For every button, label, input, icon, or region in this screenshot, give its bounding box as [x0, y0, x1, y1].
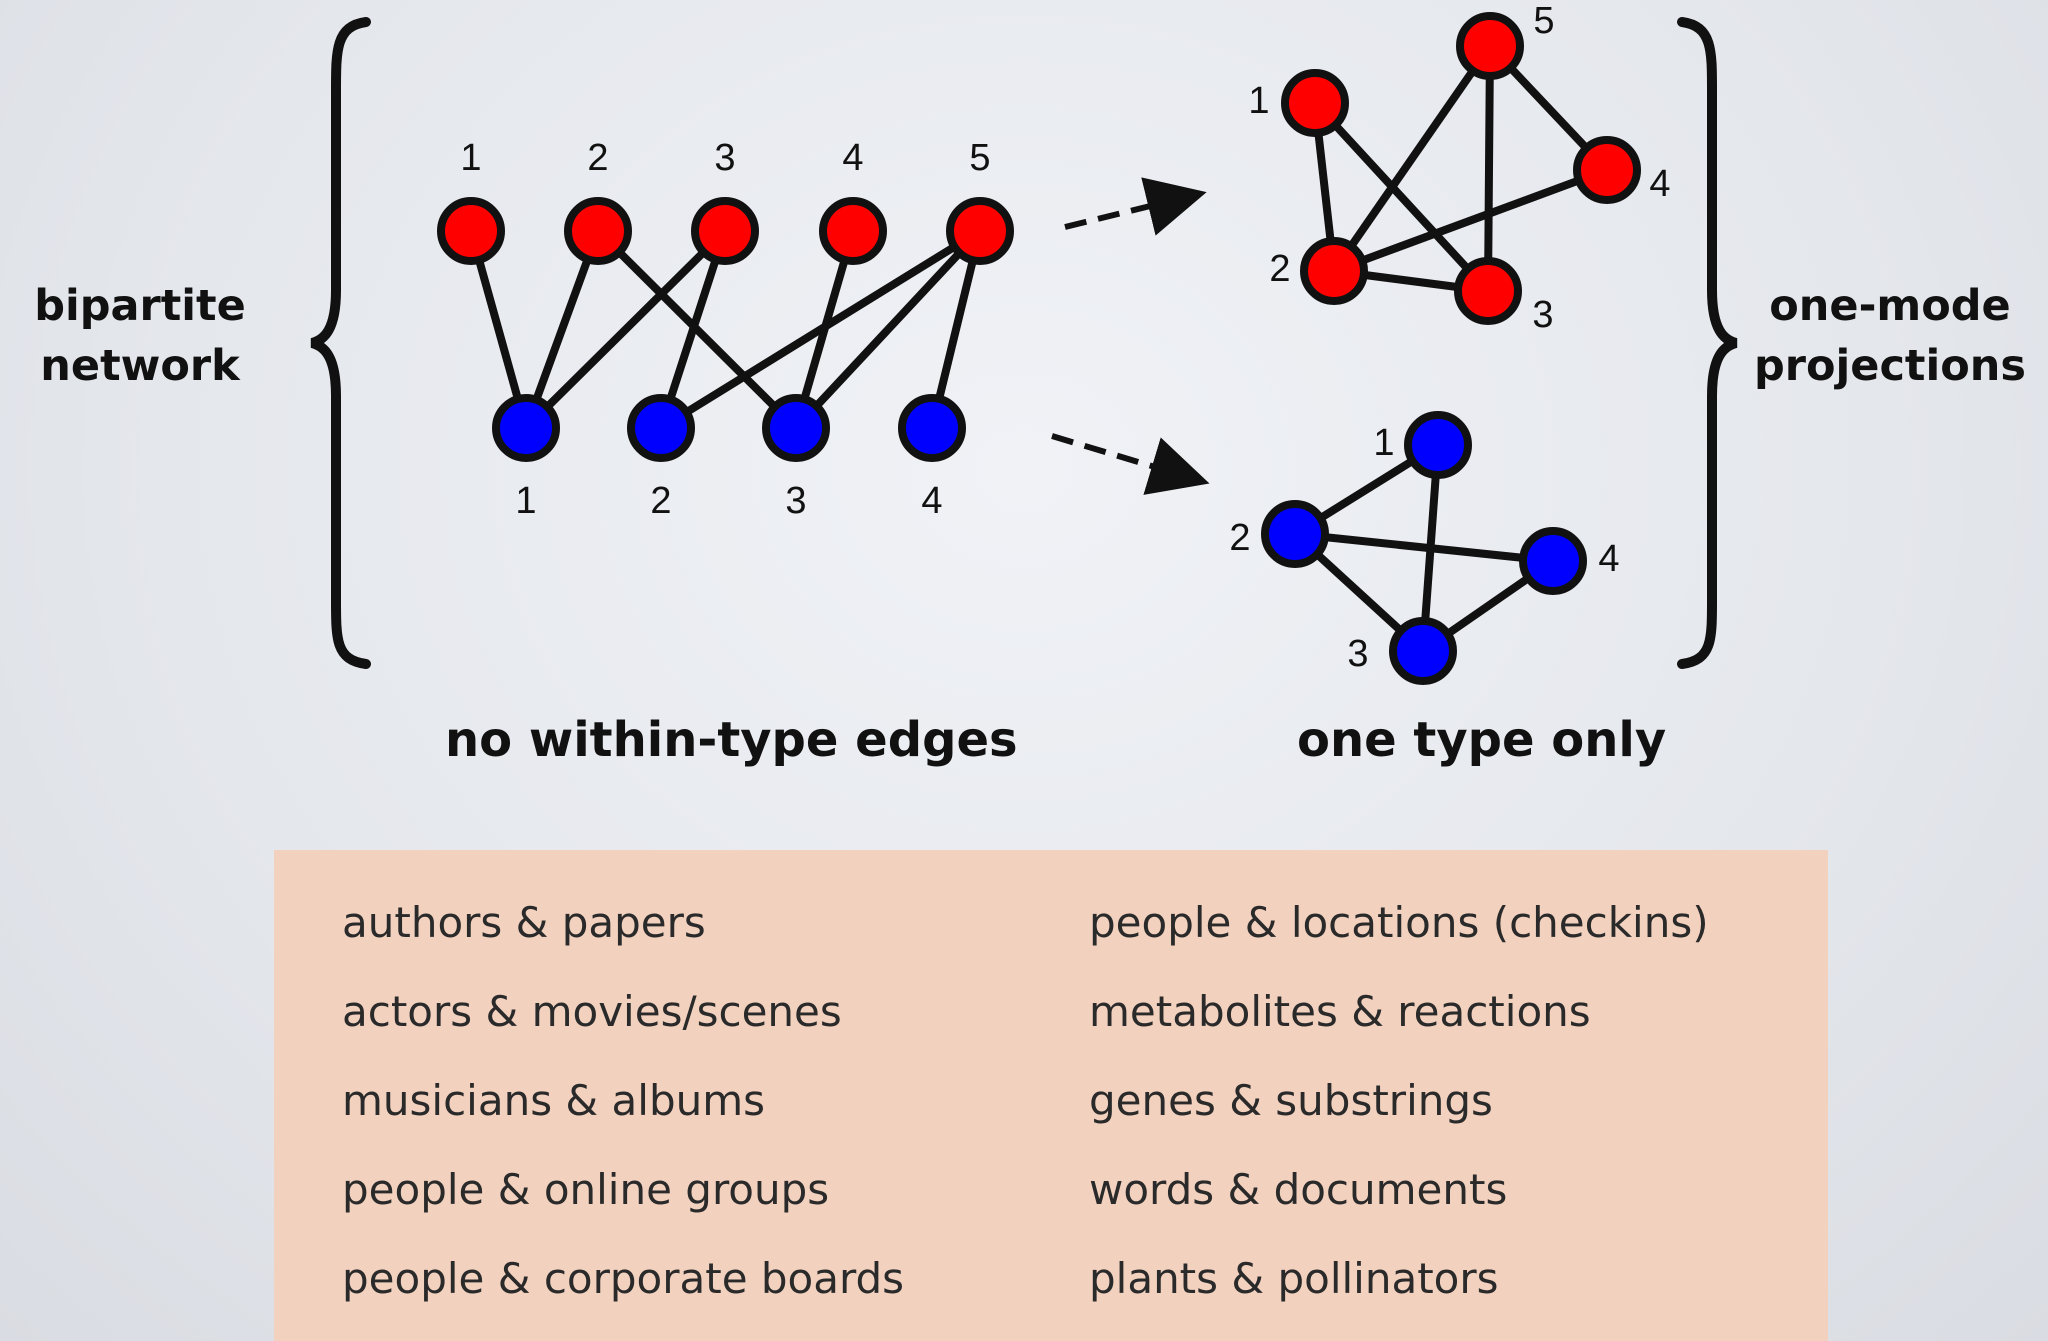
red-node-3 [691, 197, 759, 265]
red-projection-node-label: 5 [1533, 0, 1554, 42]
red-projection-edge [1484, 45, 1494, 292]
blue-node-3 [762, 394, 830, 462]
example-item: people & locations (checkins) [1089, 898, 1709, 947]
example-item: plants & pollinators [1089, 1254, 1499, 1303]
blue-node-2 [627, 394, 695, 462]
red-projection-graph: 1 2 3 4 5 [1248, 0, 1670, 336]
example-item: authors & papers [342, 898, 706, 947]
bipartite-network-label: bipartite network [20, 276, 260, 396]
one-mode-projections-label: one-mode projections [1745, 276, 2035, 396]
example-item: people & online groups [342, 1165, 830, 1214]
red-projection-edge [1312, 100, 1491, 294]
red-node-5 [946, 197, 1014, 265]
red-node-2 [564, 197, 632, 265]
blue-projection-node-1 [1404, 411, 1472, 479]
bipartite-edge [793, 228, 983, 431]
example-item: musicians & albums [342, 1076, 766, 1125]
blue-projection-node-label: 2 [1229, 517, 1250, 559]
red-projection-node-label: 3 [1532, 294, 1553, 336]
blue-node-1 [492, 394, 560, 462]
examples-right-list: people & locations (checkins) metabolite… [1089, 878, 1709, 1323]
bipartite-edge [595, 228, 799, 431]
one-type-only-caption: one type only [1297, 712, 1667, 768]
blue-node-label: 2 [650, 480, 671, 522]
example-item: actors & movies/scenes [342, 987, 842, 1036]
blue-projection-node-3 [1389, 617, 1457, 685]
blue-node-label: 3 [785, 480, 806, 522]
red-projection-edge [1330, 43, 1494, 274]
bipartite-label-line-2: network [40, 341, 240, 391]
blue-projection-node-4 [1519, 527, 1587, 595]
examples-left-list: authors & papers actors & movies/scenes … [342, 878, 904, 1323]
bipartite-edge [467, 229, 530, 430]
examples-box: authors & papers actors & movies/scenes … [274, 850, 1828, 1341]
blue-projection-node-label: 1 [1373, 422, 1394, 464]
red-projection-edge [1332, 166, 1609, 275]
red-node-4 [819, 197, 887, 265]
red-projection-node-label: 1 [1248, 80, 1269, 122]
blue-projection-node-label: 3 [1347, 633, 1368, 675]
blue-node-4 [898, 394, 966, 462]
red-node-label: 1 [460, 137, 481, 179]
blue-node-label: 4 [921, 480, 942, 522]
blue-node-label: 1 [515, 480, 536, 522]
blue-projection-node-2 [1261, 500, 1329, 568]
red-node-label: 4 [842, 137, 863, 179]
blue-projection-edge [1294, 530, 1554, 565]
example-item: words & documents [1089, 1165, 1508, 1214]
bipartite-edge [523, 228, 728, 431]
blue-projection-node-label: 4 [1598, 538, 1619, 580]
example-item: metabolites & reactions [1089, 987, 1591, 1036]
projections-label-line-1: one-mode [1769, 281, 2011, 331]
red-node-1 [437, 197, 505, 265]
red-projection-node-4 [1573, 136, 1641, 204]
bipartite-edge [658, 227, 983, 432]
right-curly-brace [1677, 17, 1738, 669]
red-projection-node-3 [1454, 257, 1522, 325]
blue-projection-graph: 1 2 3 4 [1229, 411, 1620, 685]
arrow-to-blue-projection [1051, 433, 1210, 495]
red-projection-node-label: 4 [1649, 163, 1670, 205]
no-within-type-edges-caption: no within-type edges [445, 712, 1018, 768]
red-projection-node-label: 2 [1269, 248, 1290, 290]
left-curly-brace [310, 17, 371, 669]
red-node-label: 3 [714, 137, 735, 179]
arrow-to-red-projection [1064, 177, 1207, 236]
bipartite-edge [522, 229, 602, 430]
red-projection-node-2 [1300, 237, 1368, 305]
example-item: people & corporate boards [342, 1254, 905, 1303]
red-node-label: 5 [969, 137, 990, 179]
bipartite-graph: 1 2 3 4 5 1 2 3 4 [437, 137, 1014, 522]
red-node-label: 2 [587, 137, 608, 179]
example-item: genes & substrings [1089, 1076, 1493, 1125]
projections-label-line-2: projections [1754, 341, 2026, 391]
red-projection-node-5 [1456, 12, 1524, 80]
bipartite-label-line-1: bipartite [34, 281, 246, 331]
red-projection-node-1 [1281, 69, 1349, 137]
